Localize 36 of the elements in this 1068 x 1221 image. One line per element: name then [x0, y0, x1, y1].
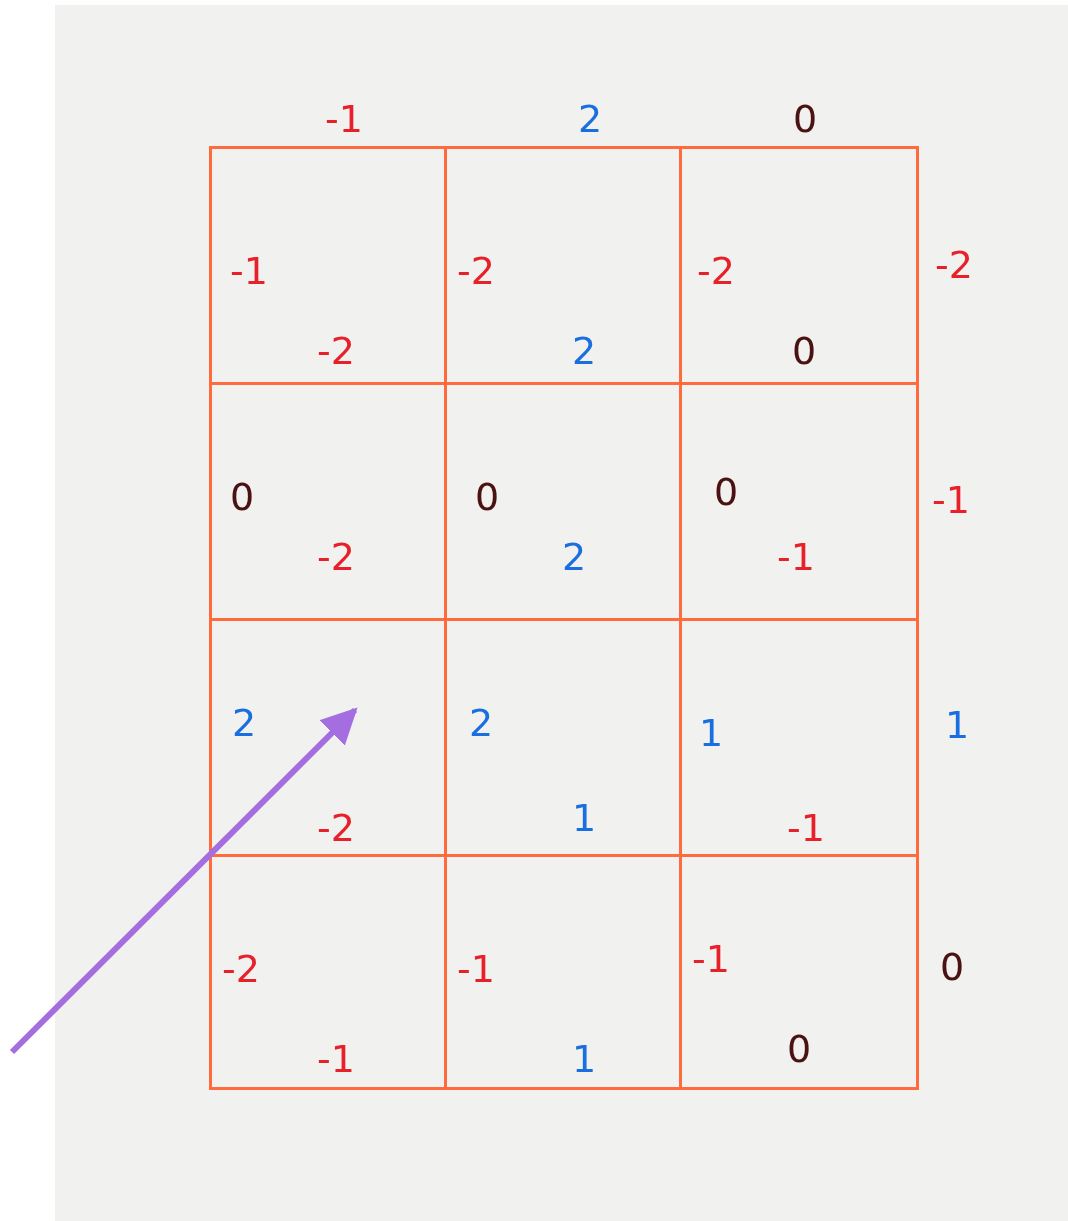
cell-value: 2 [562, 535, 587, 579]
grid-cell [679, 146, 919, 385]
cell-value: -1 [317, 1037, 355, 1081]
grid-cell [209, 854, 447, 1090]
margin-value: 2 [578, 97, 603, 141]
cell-value: -2 [697, 249, 735, 293]
margin-value: 0 [793, 97, 818, 141]
cell-value: -1 [692, 937, 730, 981]
cell-value: 0 [787, 1027, 812, 1071]
cell-value: 0 [714, 470, 739, 514]
margin-value: -2 [935, 243, 973, 287]
cell-value: -2 [317, 806, 355, 850]
grid-cell [209, 146, 447, 385]
cell-value: -1 [230, 249, 268, 293]
cell-value: 1 [699, 711, 724, 755]
cell-value: 2 [572, 329, 597, 373]
cell-value: 1 [572, 796, 597, 840]
cell-value: -1 [777, 535, 815, 579]
cell-value: 0 [230, 475, 255, 519]
cell-value: 2 [232, 701, 257, 745]
cell-value: 1 [572, 1037, 597, 1081]
cell-value: 0 [475, 475, 500, 519]
cell-value: -2 [222, 947, 260, 991]
cell-value: 2 [469, 701, 494, 745]
cell-value: -2 [317, 329, 355, 373]
grid-cell [679, 854, 919, 1090]
arrow [9, 707, 358, 1055]
cell-value: -1 [457, 947, 495, 991]
cell-value: -2 [317, 535, 355, 579]
cell-value: -2 [457, 249, 495, 293]
cell-value: -1 [787, 806, 825, 850]
margin-value: 0 [940, 945, 965, 989]
margin-value: 1 [945, 703, 970, 747]
margin-value: -1 [932, 478, 970, 522]
margin-value: -1 [325, 97, 363, 141]
cell-value: 0 [792, 329, 817, 373]
